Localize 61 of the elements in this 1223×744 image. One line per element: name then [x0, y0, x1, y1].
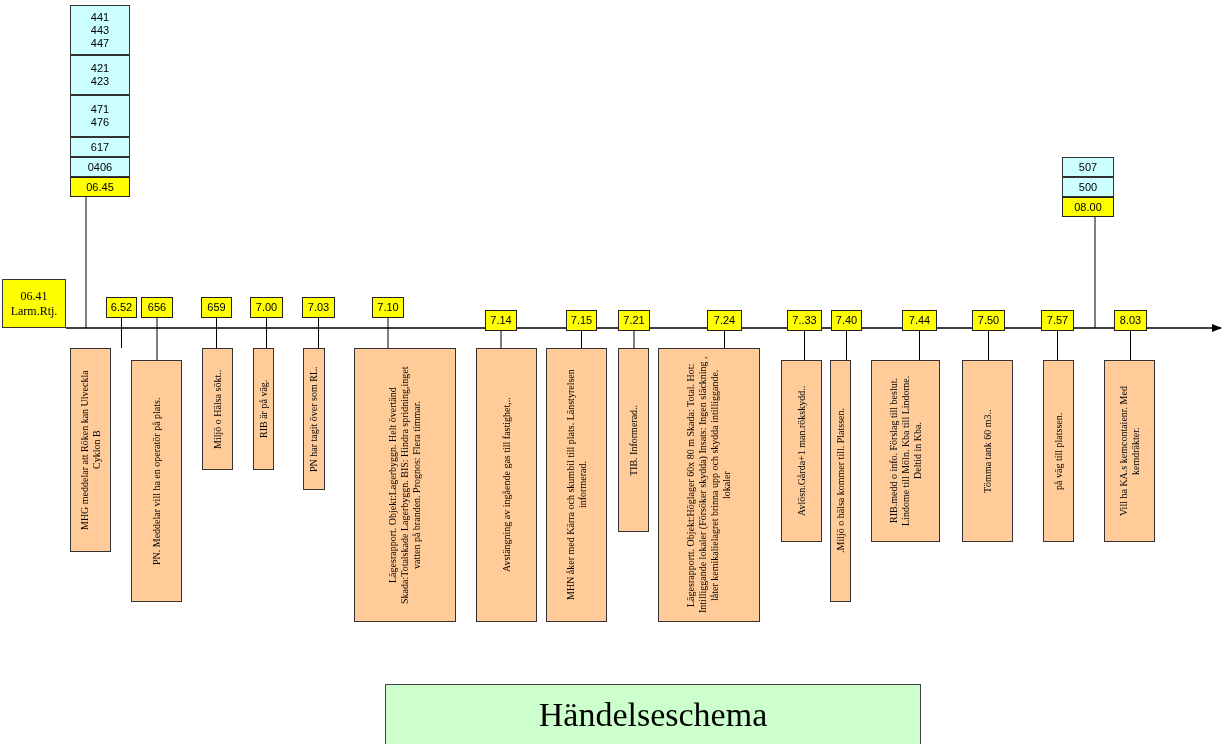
unit-number-cell: 507 [1062, 157, 1114, 177]
connector-line [156, 317, 158, 361]
event-box: Tömma tank 60 m3.. [962, 360, 1013, 542]
event-box: Vill ha KA.s kemcontaienr. Med kemdräkter. [1104, 360, 1155, 542]
connector-line [266, 317, 267, 349]
time-box: 7..33 [787, 310, 822, 331]
time-box: 08.00 [1062, 197, 1114, 217]
unit-number-cell: 441 443 447 [70, 5, 130, 55]
unit-number-cell: 500 [1062, 177, 1114, 197]
connector-line [216, 317, 217, 349]
unit-number-cell: 421 423 [70, 55, 130, 95]
time-box: 7.24 [707, 310, 742, 331]
time-box: 656 [141, 297, 173, 318]
connector-line [1094, 216, 1096, 329]
event-box: Lägesrapportt. Objekt:Höglager 60x 80 m Skada: Total. Hot: Intilliggande lokaler (Försöker skydda) Insats: Ingen släckning , låter kemikalielagret brinna upp och skydda intilliggande. lokaler [658, 348, 760, 622]
event-box: PN har tagit över som RL. [303, 348, 325, 490]
connector-line [85, 196, 87, 329]
event-box: MHG meddelar att Röken kan Ulveckla Cyklon B [70, 348, 111, 552]
connector-line [988, 330, 989, 361]
unit-number-cell: 471 476 [70, 95, 130, 137]
time-box: 7.44 [902, 310, 937, 331]
time-box: 7.15 [566, 310, 597, 331]
time-box: 7.10 [372, 297, 404, 318]
time-box: 06.45 [70, 177, 130, 197]
time-box: 7.14 [485, 310, 517, 331]
connector-line [846, 330, 847, 361]
time-box: 7.50 [972, 310, 1005, 331]
time-box: 8.03 [1114, 310, 1147, 331]
event-box: RIB.medd o info. Förslag till beslut. Lindome till Möln. Kba till Lindome. Deltid in Kba. [871, 360, 940, 542]
event-box: .Miljö o hälsa kommer till. Platssen. [830, 360, 851, 602]
time-box: 7.57 [1041, 310, 1074, 331]
time-box: 7.40 [831, 310, 862, 331]
time-box: 6.52 [106, 297, 137, 318]
time-box: 659 [201, 297, 232, 318]
connector-line [581, 330, 582, 349]
connector-line [919, 330, 920, 361]
event-box: Miljö o Hälsa sökt.. [202, 348, 233, 470]
connector-line [724, 330, 725, 349]
time-box: 7.03 [302, 297, 335, 318]
alarm-time-box: 06.41 Larm.Rtj. [2, 279, 66, 328]
connector-line [804, 330, 805, 361]
connector-line [387, 317, 389, 349]
connector-line [500, 330, 502, 349]
event-box: på väg till platssen. [1043, 360, 1074, 542]
connector-line [318, 317, 319, 349]
event-box: TIB. Informerad.. [618, 348, 649, 532]
unit-number-cell: 0406 [70, 157, 130, 177]
event-box: PN. Meddelar vill ha en operatör på plats. [131, 360, 182, 602]
title-banner: Händelseschema [385, 684, 921, 744]
event-box: RIB är på väg. [253, 348, 274, 470]
time-box: 7.00 [250, 297, 283, 318]
connector-line [121, 317, 122, 349]
event-box: MHN åker med Kärra och skumbil till plats. Länstyrelsen informerad. [546, 348, 607, 622]
connector-line [1057, 330, 1058, 361]
unit-number-cell: 617 [70, 137, 130, 157]
event-box: Avstängning av ingående gas till fastighet,.. [476, 348, 537, 622]
connector-line [633, 330, 635, 349]
time-box: 7.21 [618, 310, 650, 331]
event-box: Lägesrapport. Objekt:Lagerbyggn. Helt övertänd Skada:Totalskade Lagerbyggn. BIS: Hindra spridning,inget vatten på branden. Prognos: Flera timmar. [354, 348, 456, 622]
connector-line [1130, 330, 1131, 361]
event-box: Avlösn.Gårda+1 man.rökskydd.. [781, 360, 822, 542]
